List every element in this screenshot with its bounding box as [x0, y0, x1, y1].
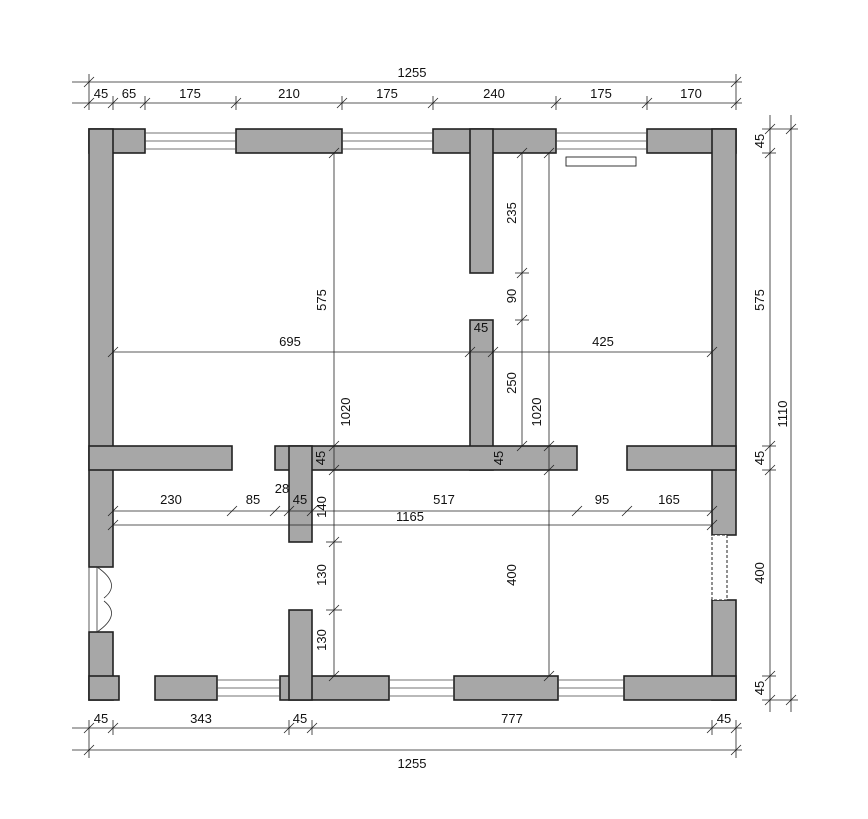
stub-above-bottom	[288, 609, 313, 701]
top-seg-5: 175	[376, 86, 398, 101]
bottom-seg-5: 45	[717, 711, 731, 726]
label-250: 250	[504, 372, 519, 394]
right-seg-4: 400	[752, 562, 767, 584]
label-575-left: 575	[314, 289, 329, 311]
top-wall-mid	[235, 128, 343, 154]
top-seg-4: 210	[278, 86, 300, 101]
label-130-upper: 130	[314, 564, 329, 586]
right-seg-3: 45	[752, 451, 767, 465]
right-wall-dashed-panel	[711, 534, 728, 601]
right-dimensions: 45 575 45 400 45 1110	[752, 115, 798, 712]
bottom-seg-4: 777	[501, 711, 523, 726]
top-wall-right-center	[432, 128, 557, 154]
window-bottom-2	[389, 679, 454, 697]
right-seg-5: 45	[752, 681, 767, 695]
right-wall-upper	[711, 128, 737, 536]
label-130-lower: 130	[314, 629, 329, 651]
left-wall-foot	[88, 675, 120, 701]
top-total-label: 1255	[398, 65, 427, 80]
bottom-seg-1: 45	[94, 711, 108, 726]
window-bottom-1	[217, 679, 280, 697]
entrance-door	[88, 566, 112, 633]
label-235: 235	[504, 202, 519, 224]
label-1165: 1165	[396, 509, 424, 524]
stub-below-middle	[288, 445, 313, 543]
window-top-2	[342, 132, 433, 150]
label-695: 695	[279, 334, 301, 349]
bottom-seg-2: 343	[190, 711, 212, 726]
label-45-stub: 45	[293, 492, 307, 507]
label-45-wall-left: 45	[313, 451, 328, 465]
top-seg-7: 175	[590, 86, 612, 101]
top-dimensions: 1255 45 65 175 210 175 240 175 170	[72, 65, 742, 110]
bottom-total-label: 1255	[398, 756, 427, 771]
label-95: 95	[595, 492, 609, 507]
middle-wall-center	[274, 445, 578, 471]
middle-wall-left	[88, 445, 233, 471]
label-140: 140	[314, 496, 329, 518]
partition-upper	[469, 128, 494, 274]
top-seg-3: 175	[179, 86, 201, 101]
window-bottom-3	[558, 679, 624, 697]
top-seg-6: 240	[483, 86, 505, 101]
right-seg-1: 45	[752, 134, 767, 148]
top-right-fixture	[565, 156, 637, 167]
bottom-wall-3	[453, 675, 559, 701]
windows	[145, 132, 728, 697]
label-85: 85	[246, 492, 260, 507]
right-seg-2: 575	[752, 289, 767, 311]
top-seg-2: 65	[122, 86, 136, 101]
label-517: 517	[433, 492, 455, 507]
top-seg-8: 170	[680, 86, 702, 101]
label-230: 230	[160, 492, 182, 507]
label-1020-left: 1020	[338, 398, 353, 427]
bottom-wall-4	[623, 675, 737, 701]
label-165: 165	[658, 492, 680, 507]
top-seg-1: 45	[94, 86, 108, 101]
bottom-dimensions: 45 343 45 777 45 1255	[72, 711, 742, 771]
left-wall-upper	[88, 128, 114, 568]
label-45-partition: 45	[474, 320, 488, 335]
bottom-wall-1	[154, 675, 218, 701]
label-1020-right: 1020	[529, 398, 544, 427]
label-90: 90	[504, 289, 519, 303]
interior-dimensions: 575 1020 695 425 235 90 45 250 1020 45 4…	[107, 147, 718, 682]
window-top-1	[145, 132, 236, 150]
walls	[88, 128, 737, 701]
label-28: 28	[275, 481, 289, 496]
label-400: 400	[504, 564, 519, 586]
middle-wall-right	[626, 445, 737, 471]
label-45-wall-right: 45	[491, 451, 506, 465]
window-top-3	[556, 132, 647, 150]
bottom-seg-3: 45	[293, 711, 307, 726]
label-425: 425	[592, 334, 614, 349]
right-total-label: 1110	[775, 401, 790, 428]
